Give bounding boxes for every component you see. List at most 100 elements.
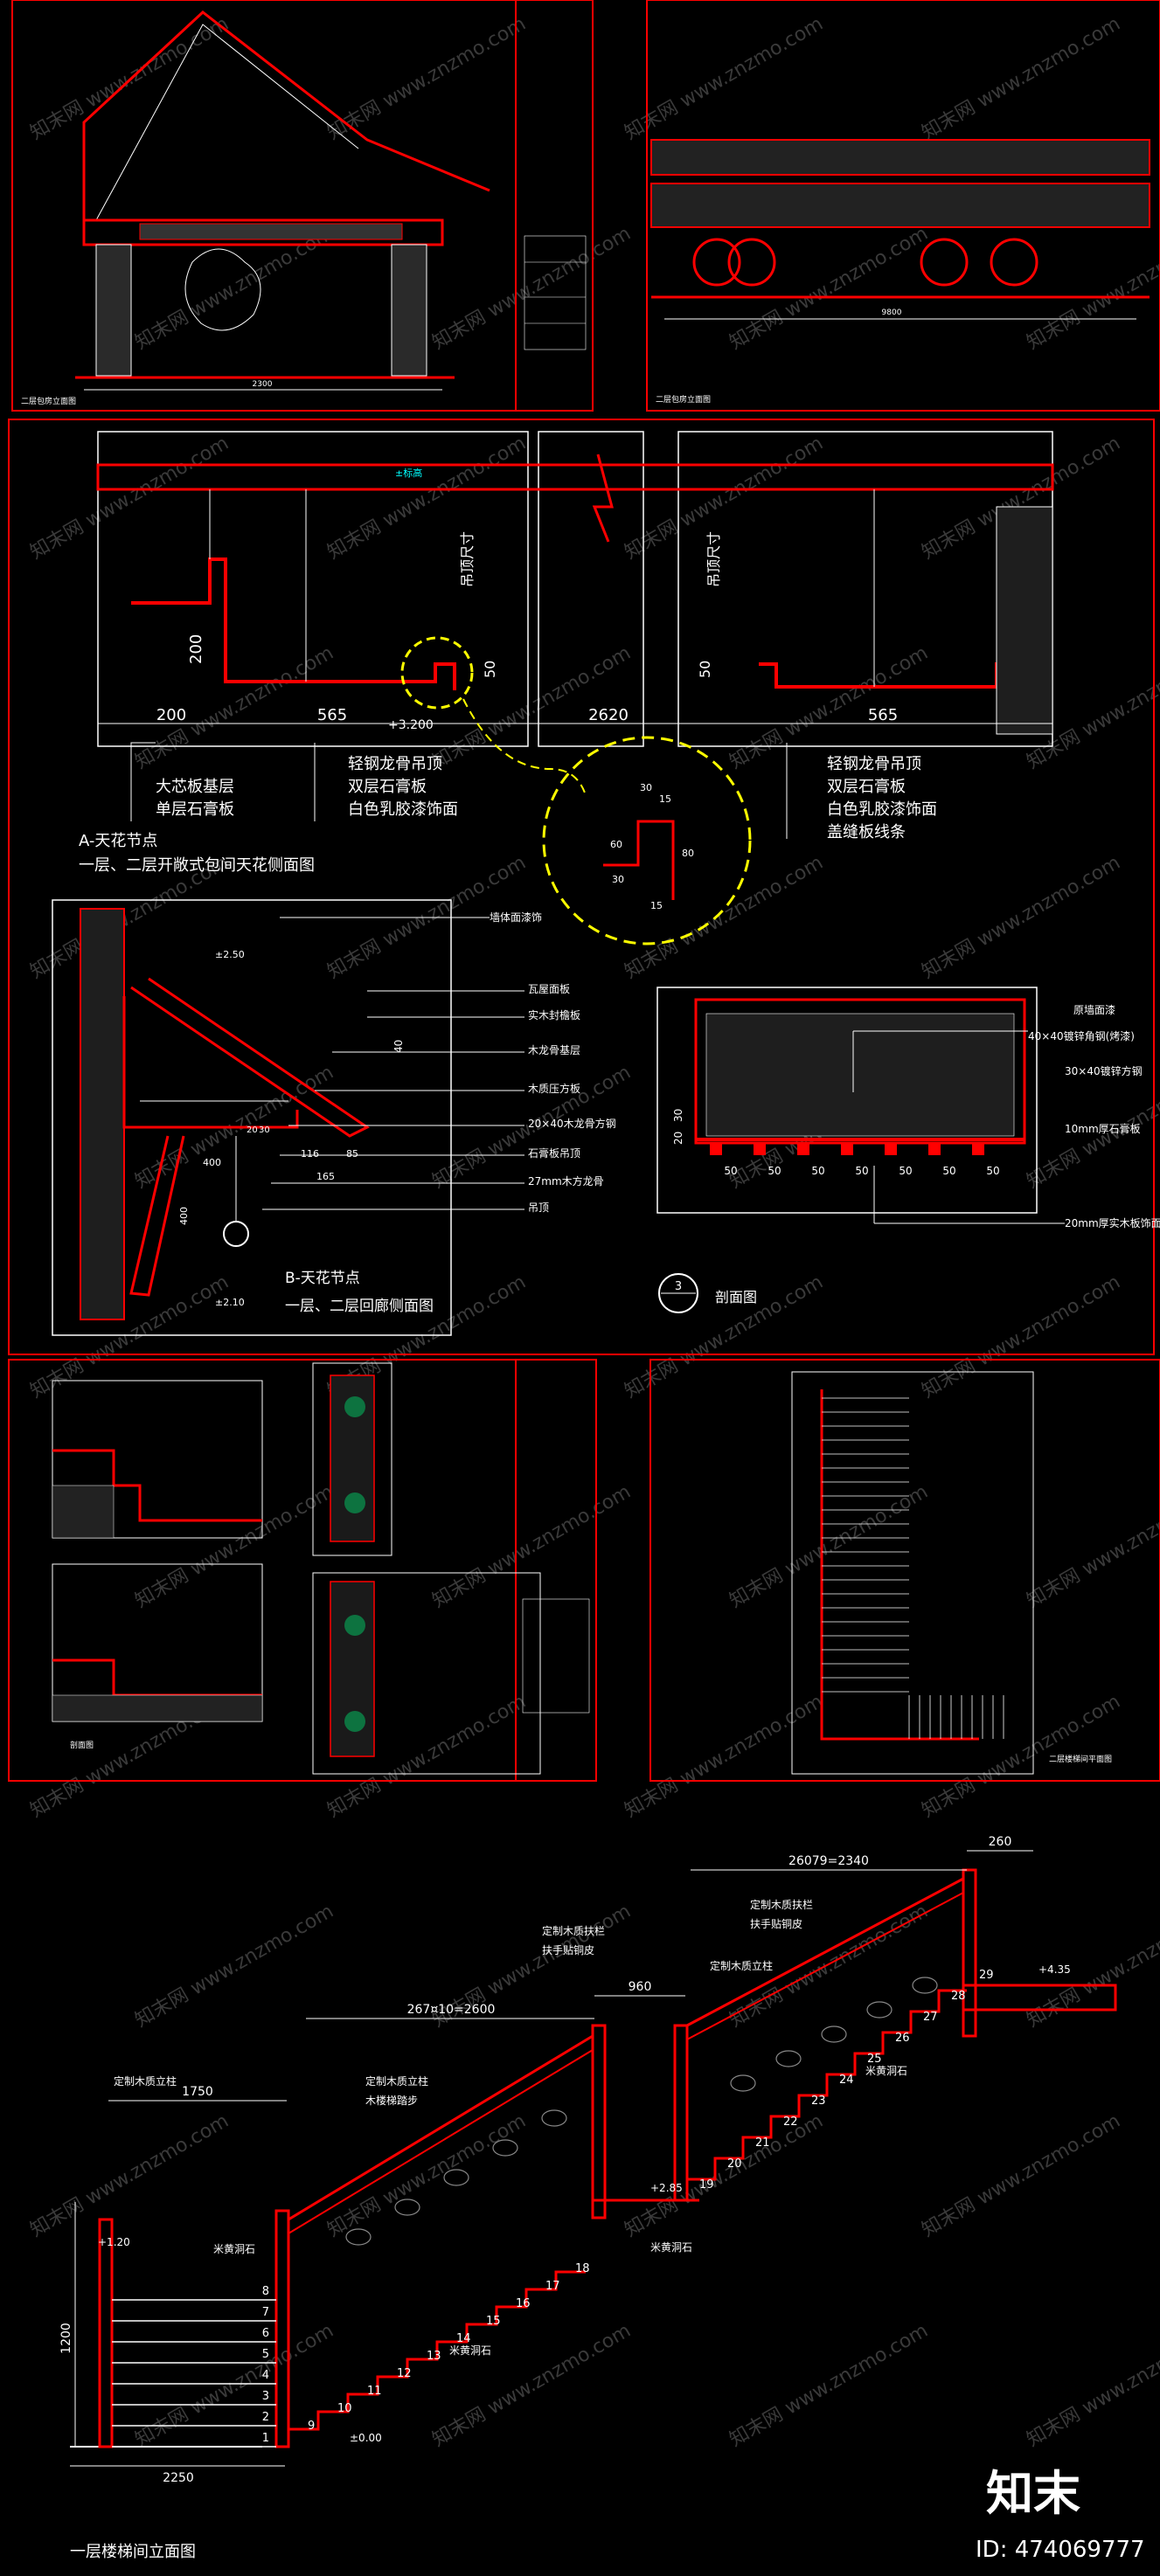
ceiling-size-right: 吊顶尺寸: [705, 531, 722, 587]
watermark-text: 知末网 www.znzmo.com: [324, 433, 530, 564]
step-number: 14: [456, 2332, 471, 2345]
label-b-2: 实木封檐板: [528, 1008, 580, 1021]
label-b-8: 吊顶: [528, 1201, 549, 1214]
label-rail-mid-1: 定制木质扶栏: [542, 1924, 605, 1937]
step-number: 29: [979, 1969, 994, 1982]
label-b-0: 墙体面漆饰: [490, 911, 542, 924]
dim-c-50: 50: [855, 1165, 868, 1177]
ornament: [912, 1977, 938, 1994]
dim-2250: 2250: [163, 2471, 194, 2485]
dim-565-right: 565: [868, 706, 898, 724]
round-window: [692, 238, 741, 287]
label-stone-2: 米黄洞石: [650, 2241, 692, 2254]
round-window: [990, 238, 1038, 287]
sheet-top-left: 2300 二层包房立面图: [11, 0, 594, 412]
step-number: 16: [516, 2297, 531, 2310]
step-number: 3: [262, 2390, 269, 2403]
sheet-title: 二层楼梯间平面图: [1049, 1754, 1112, 1764]
step-number: 2: [262, 2411, 269, 2424]
brand-logo: 知末: [986, 2466, 1080, 2521]
label-rail-lower-2: 木楼梯踏步: [365, 2094, 418, 2107]
callout-connector: [462, 698, 587, 796]
eave-soffit: [122, 996, 299, 1129]
dim-1200: 1200: [59, 2323, 73, 2354]
dim-200: 200: [156, 706, 186, 724]
label-c-4: 20mm厚实木板饰面: [1065, 1216, 1160, 1229]
dim-c-50: 50: [899, 1165, 912, 1177]
lower-post-left: [98, 2218, 114, 2448]
dim-b-8: 30: [259, 1125, 270, 1135]
dim-9800: 9800: [882, 308, 902, 317]
watermark-text: 知末网 www.znzmo.com: [324, 13, 530, 144]
ornament: [443, 2169, 469, 2186]
title-block: [524, 235, 587, 350]
top-elevation-label: ±标高: [395, 467, 422, 479]
label-stone-4: 米黄洞石: [213, 2243, 255, 2255]
dim-lower-run: 267¤10=2600: [407, 2003, 496, 2017]
stair-title: 一层楼梯间立面图: [70, 2543, 196, 2561]
joist-block: [972, 1143, 984, 1155]
slab-top: [96, 463, 1054, 491]
ceiling-band: [82, 218, 444, 246]
dim-b-10: ±2.10: [215, 1297, 245, 1308]
label-cover-strip: 盖缝板线条: [827, 823, 906, 841]
stair-elevation: 1234567891011121314151617181920212223242…: [59, 1835, 1117, 2561]
roof-slope: [130, 977, 370, 1138]
beam-band: [650, 139, 1150, 176]
step-number: 15: [486, 2315, 501, 2328]
label-core-board: 大芯板基层: [156, 778, 234, 796]
detail-profile: [603, 820, 675, 900]
dim-b-7: 20: [247, 1125, 258, 1135]
watermark-text: 知末网 www.znzmo.com: [622, 1691, 827, 1822]
elev-000: ±0.00: [350, 2432, 382, 2444]
sheet-title: 二层包房立面图: [656, 394, 711, 405]
label-c-2: 30×40镀锌方钢: [1065, 1064, 1143, 1077]
panel-a-box-left: [97, 431, 529, 747]
sheet-mid-right: 二层楼梯间平面图: [649, 1359, 1160, 1782]
label-mid-3: 白色乳胶漆饰面: [348, 800, 458, 819]
bracket-board: [129, 1135, 185, 1297]
wall-left: [95, 244, 132, 377]
joist-block: [797, 1143, 809, 1155]
step-number: 5: [262, 2348, 269, 2361]
watermark-text: 知末网 www.znzmo.com: [27, 433, 233, 564]
watermark-text: 知末网 www.znzmo.com: [429, 1481, 635, 1612]
step-number: 19: [699, 2178, 714, 2192]
watermark-text: 知末网 www.znzmo.com: [132, 2320, 337, 2451]
joist-block: [885, 1143, 897, 1155]
label-gypsum-single: 单层石膏板: [156, 800, 234, 819]
roof-outline: [82, 10, 490, 220]
panel-b-title: B-天花节点: [285, 1270, 360, 1287]
step-number: 4: [262, 2369, 269, 2382]
dim-50-right: 50: [697, 661, 713, 678]
watermark-text: 知末网 www.znzmo.com: [919, 13, 1124, 144]
panel-a-detail: ±标高 200 565 2620 565 200 50 50 +3.200 吊顶…: [79, 431, 1054, 945]
label-right-3: 白色乳胶漆饰面: [827, 800, 937, 819]
dim-c-50: 50: [986, 1165, 999, 1177]
dim-50-left: 50: [482, 661, 498, 678]
detail-dim-2: 15: [659, 793, 671, 805]
watermark-text: 知末网 www.znzmo.com: [622, 2110, 827, 2241]
label-rail-mid-2: 扶手贴铜皮: [542, 1943, 594, 1956]
dim-b-5: 85: [346, 1148, 358, 1160]
stringer-upper: [685, 1989, 967, 2200]
label-rail-top-2: 扶手贴铜皮: [750, 1917, 802, 1930]
sheet-frame: [649, 1359, 1160, 1782]
joist-blocks: [710, 1143, 984, 1155]
watermark-text: 知末网 www.znzmo.com: [27, 1271, 233, 1402]
panel-b-frame: [52, 899, 452, 1336]
step-number: 13: [427, 2350, 441, 2363]
watermark-text: 知末网 www.znzmo.com: [1024, 1481, 1160, 1612]
lower-post-right: [274, 2209, 290, 2448]
dim-c-50: 50: [768, 1165, 781, 1177]
elev-435: +4.35: [1038, 1963, 1071, 1976]
dim-b-6: 165: [316, 1171, 335, 1182]
detail-dim-1: 30: [640, 782, 652, 793]
elevation-strip-2: [312, 1572, 541, 1775]
handrail-lower: [288, 2034, 594, 2221]
dim-c-20: 20: [672, 1132, 684, 1145]
break-line: [592, 454, 614, 543]
mid-post-left: [591, 2024, 607, 2219]
plan-wall: [820, 1389, 979, 1741]
